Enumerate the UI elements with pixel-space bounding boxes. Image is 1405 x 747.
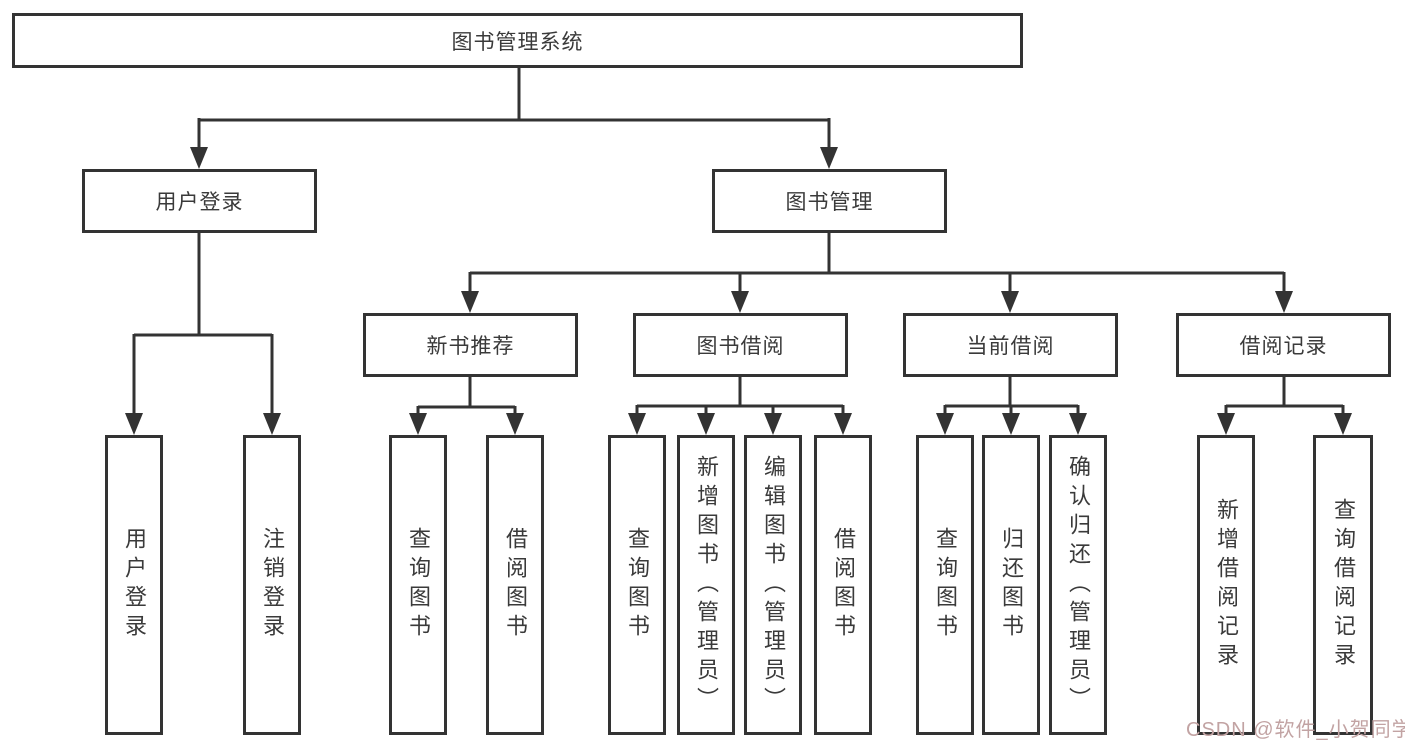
leaf-borrow-book-label: 借阅图书 [831, 527, 856, 643]
leaf-query-borrow-record-label: 查询借阅记录 [1331, 498, 1356, 672]
leaf-add-borrow-record: 新增借阅记录 [1197, 435, 1255, 735]
leaf-current-query-book-label: 查询图书 [933, 527, 958, 643]
leaf-edit-book-admin-label: 编辑图书（管理员） [761, 454, 786, 716]
leaf-return-book-label: 归还图书 [999, 527, 1024, 643]
leaf-recommend-borrow-book-label: 借阅图书 [503, 527, 528, 643]
leaf-user-login-label: 用户登录 [122, 527, 147, 643]
leaf-confirm-return-admin-label: 确认归还（管理员） [1066, 454, 1091, 716]
leaf-query-borrow-record: 查询借阅记录 [1313, 435, 1373, 735]
node-book-borrow-label: 图书借阅 [696, 335, 785, 358]
leaf-logout-label: 注销登录 [260, 527, 285, 643]
leaf-add-book-admin-label: 新增图书（管理员） [694, 454, 719, 716]
leaf-recommend-query-book: 查询图书 [389, 435, 447, 735]
leaf-borrow-book: 借阅图书 [814, 435, 872, 735]
node-borrow-records-label: 借阅记录 [1239, 335, 1328, 358]
node-user-login-label: 用户登录 [155, 191, 244, 214]
leaf-edit-book-admin: 编辑图书（管理员） [744, 435, 802, 735]
leaf-logout: 注销登录 [243, 435, 301, 735]
node-new-book-recommend: 新书推荐 [363, 313, 578, 377]
node-new-book-recommend-label: 新书推荐 [426, 335, 515, 358]
node-borrow-records: 借阅记录 [1176, 313, 1391, 377]
node-user-login: 用户登录 [82, 169, 317, 233]
leaf-borrow-query-book: 查询图书 [608, 435, 666, 735]
node-root-label: 图书管理系统 [451, 30, 584, 54]
leaf-add-book-admin: 新增图书（管理员） [677, 435, 735, 735]
leaf-return-book: 归还图书 [982, 435, 1040, 735]
leaf-user-login: 用户登录 [105, 435, 163, 735]
leaf-recommend-borrow-book: 借阅图书 [486, 435, 544, 735]
leaf-borrow-query-book-label: 查询图书 [625, 527, 650, 643]
node-current-borrow: 当前借阅 [903, 313, 1118, 377]
node-current-borrow-label: 当前借阅 [966, 335, 1055, 358]
node-book-borrow: 图书借阅 [633, 313, 848, 377]
node-book-management-label: 图书管理 [785, 191, 874, 214]
csdn-watermark: CSDN @软件_小贺同学 [1186, 719, 1405, 741]
leaf-add-borrow-record-label: 新增借阅记录 [1214, 498, 1239, 672]
leaf-current-query-book: 查询图书 [916, 435, 974, 735]
node-book-management: 图书管理 [712, 169, 947, 233]
leaf-recommend-query-book-label: 查询图书 [406, 527, 431, 643]
leaf-confirm-return-admin: 确认归还（管理员） [1049, 435, 1107, 735]
node-root: 图书管理系统 [12, 13, 1023, 68]
